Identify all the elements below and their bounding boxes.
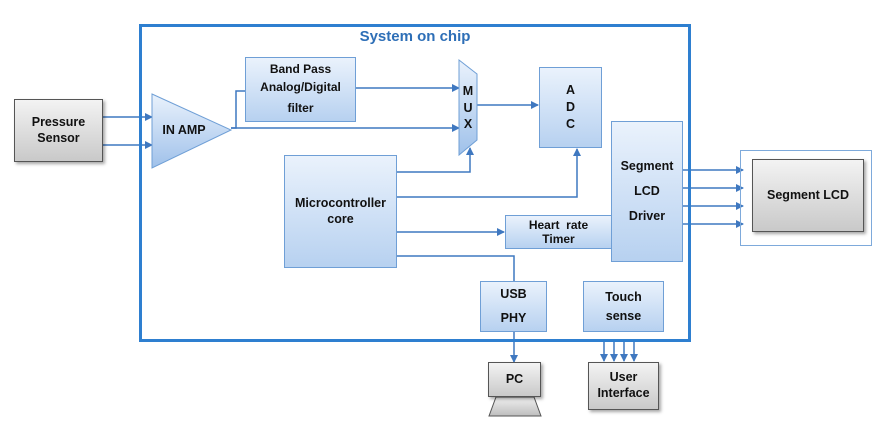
- mux-letter-x: X: [463, 117, 473, 132]
- segment-lcd-block: Segment LCD: [752, 159, 864, 232]
- micro-to-mux-arrow: [397, 147, 474, 173]
- usb-phy-label-1: USB: [500, 286, 527, 301]
- adc-letter-a: A: [565, 83, 576, 98]
- mux-shape: [458, 58, 478, 157]
- in-amp-label: IN AMP: [162, 123, 206, 138]
- in-amp-shape: [151, 93, 233, 169]
- lcd-driver-label-2: LCD: [634, 184, 660, 198]
- user-interface-label-1: User: [609, 370, 638, 385]
- micro-to-adc-arrow: [397, 148, 581, 198]
- pressure-sensor-label-2: Sensor: [37, 130, 80, 145]
- pc-base-shape: [488, 396, 542, 417]
- mux-letter-u: U: [463, 100, 473, 115]
- usb-phy-label-2: PHY: [500, 310, 527, 325]
- mux-label: M U X: [459, 82, 477, 134]
- adc-letter-c: C: [565, 116, 576, 131]
- user-interface-label-2: Interface: [597, 386, 650, 400]
- microcontroller-core-block: Microcontroller core: [284, 155, 397, 268]
- band-pass-label-1: Band Pass: [269, 62, 332, 77]
- touch-sense-label-2: sense: [605, 308, 642, 323]
- band-pass-label-3: filter: [287, 101, 314, 116]
- segment-lcd-driver-block: Segment LCD Driver: [611, 121, 683, 262]
- adc-block: A D C: [539, 67, 602, 148]
- pc-monitor-block: PC: [488, 362, 541, 397]
- lcd-driver-label-3: Driver: [628, 209, 666, 223]
- heart-rate-timer-block: Heart rate Timer: [505, 215, 612, 249]
- microcontroller-label-1: Microcontroller: [295, 195, 386, 210]
- system-on-chip-boundary: [139, 24, 691, 342]
- microcontroller-label-2: core: [327, 211, 354, 226]
- micro-to-usb-line: [397, 255, 515, 282]
- touch-sense-block: Touch sense: [583, 281, 664, 332]
- segment-lcd-frame: [740, 150, 872, 246]
- pressure-sensor-block: Pressure Sensor: [14, 99, 103, 162]
- heart-rate-timer-label-1: Heart rate: [528, 217, 589, 232]
- mux-letter-m: M: [462, 83, 474, 98]
- touch-sense-label-1: Touch: [605, 289, 642, 304]
- heart-rate-timer-label-2: Timer: [542, 232, 575, 246]
- lcd-driver-label-1: Segment: [620, 159, 674, 173]
- band-pass-filter-block: Band Pass Analog/Digital filter: [245, 57, 356, 122]
- band-pass-label-2: Analog/Digital: [260, 79, 341, 94]
- user-interface-block: User Interface: [588, 362, 659, 410]
- usb-phy-block: USB PHY: [480, 281, 547, 332]
- soc-title: System on chip: [359, 28, 471, 45]
- adc-letter-d: D: [565, 100, 576, 115]
- pressure-sensor-label-1: Pressure: [31, 114, 86, 129]
